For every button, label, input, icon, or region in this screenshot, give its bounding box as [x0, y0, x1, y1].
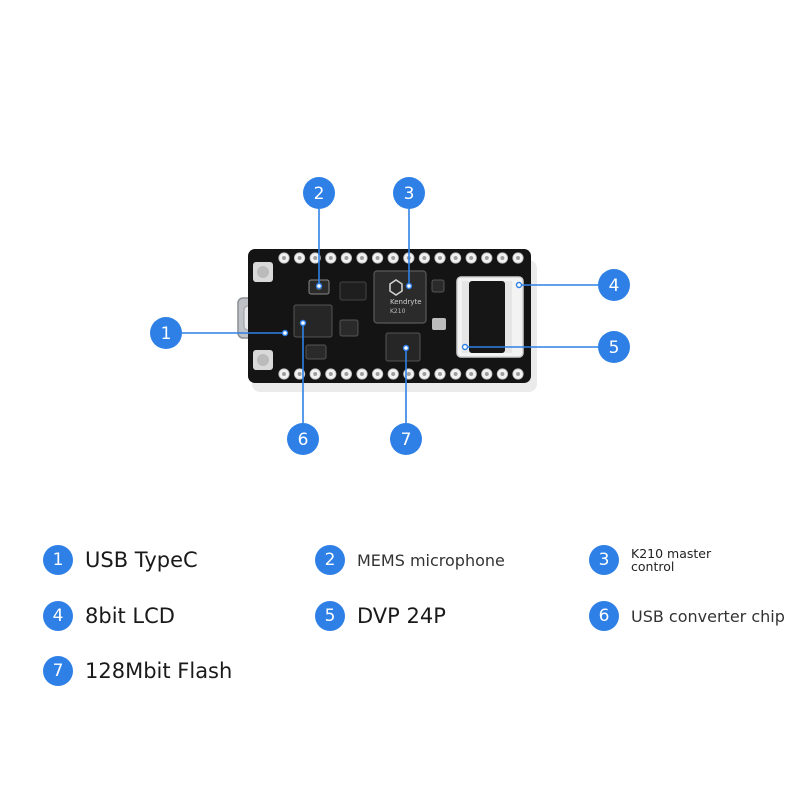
callout-2: 2 — [303, 177, 335, 209]
callout-1-number: 1 — [161, 324, 172, 344]
legend-badge-1: 1 — [43, 545, 73, 575]
header-pin-hole — [391, 372, 396, 376]
header-pin-hole — [469, 256, 474, 260]
callout-1: 1 — [150, 317, 182, 349]
callout-3-number: 3 — [404, 184, 415, 204]
header-pin-hole — [313, 372, 318, 376]
legend-label-1: USB TypeC — [85, 548, 198, 572]
header-pin-hole — [453, 372, 458, 376]
header-pin-hole — [484, 372, 489, 376]
legend-badge-7: 7 — [43, 656, 73, 686]
header-pin-hole — [328, 256, 333, 260]
legend-badge-6: 6 — [589, 601, 619, 631]
header-pin-hole — [344, 372, 349, 376]
header-pin-hole — [516, 256, 520, 260]
header-pin-hole — [375, 372, 380, 376]
usb-converter-chip — [293, 304, 333, 338]
callout-7: 7 — [390, 423, 422, 455]
board-diagram: Kendryte K210 1 2 3 — [150, 177, 630, 455]
legend-badge-2: 2 — [315, 545, 345, 575]
legend-badge-4: 4 — [43, 601, 73, 631]
legend-label-4: 8bit LCD — [85, 604, 175, 628]
k210-chip — [373, 270, 427, 324]
legend-badge-5: 5 — [315, 601, 345, 631]
callout-3: 3 — [393, 177, 425, 209]
legend-item-7: 7 128Mbit Flash — [43, 656, 232, 686]
callout-5-number: 5 — [609, 338, 620, 358]
chip-model-text: K210 — [390, 308, 406, 315]
header-pin-hole — [344, 256, 349, 260]
header-pin-hole — [453, 256, 458, 260]
regulator — [339, 281, 367, 301]
callout-5: 5 — [598, 331, 630, 363]
chip-brand-text: Kendryte — [390, 298, 422, 306]
header-pin-hole — [375, 256, 380, 260]
pin-header-bottom — [278, 368, 524, 380]
header-pin-hole — [360, 256, 364, 260]
header-pin-hole — [500, 372, 505, 376]
leader-lines — [182, 209, 599, 423]
header-pin-hole — [469, 372, 474, 376]
legend-badge-3: 3 — [589, 545, 619, 575]
header-pin-hole — [438, 256, 442, 260]
legend-label-7: 128Mbit Flash — [85, 659, 233, 683]
small-ic-3 — [431, 279, 445, 293]
legend-item-4: 4 8bit LCD — [43, 601, 175, 631]
header-pin-hole — [297, 256, 302, 260]
small-ic-2 — [305, 344, 327, 360]
legend-item-2: 2 MEMS microphone — [315, 545, 505, 575]
header-pin-hole — [422, 372, 427, 376]
header-pin-hole — [484, 256, 489, 260]
leader-endpoints — [281, 281, 523, 352]
header-pin-hole — [406, 372, 411, 376]
header-pin-hole — [391, 256, 396, 260]
header-pin-hole — [282, 372, 286, 376]
callout-7-number: 7 — [401, 430, 412, 450]
header-pin-hole — [282, 256, 286, 260]
legend-label-6: USB converter chip — [631, 606, 785, 626]
legend-item-6: 6 USB converter chip — [589, 601, 785, 631]
callout-6: 6 — [287, 423, 319, 455]
callout-4-number: 4 — [609, 276, 620, 296]
header-pin-hole — [516, 372, 520, 376]
legend-item-3: 3 K210 master control — [589, 545, 721, 575]
header-pin-hole — [328, 372, 333, 376]
header-pin-hole — [313, 256, 318, 260]
callout-6-number: 6 — [298, 430, 309, 450]
crystal — [432, 318, 446, 330]
legend-label-5: DVP 24P — [357, 604, 446, 628]
header-pin-hole — [297, 372, 302, 376]
header-pin-hole — [438, 372, 442, 376]
legend-item-1: 1 USB TypeC — [43, 545, 198, 575]
kendryte-logo — [389, 279, 403, 296]
small-ic — [339, 319, 359, 337]
legend-label-2: MEMS microphone — [357, 550, 505, 570]
header-pin-hole — [500, 256, 505, 260]
callout-4: 4 — [598, 269, 630, 301]
header-pin-hole — [360, 372, 364, 376]
legend-item-5: 5 DVP 24P — [315, 601, 446, 631]
legend-label-3: K210 master control — [631, 546, 712, 574]
callout-2-number: 2 — [314, 184, 325, 204]
header-pin-hole — [422, 256, 427, 260]
